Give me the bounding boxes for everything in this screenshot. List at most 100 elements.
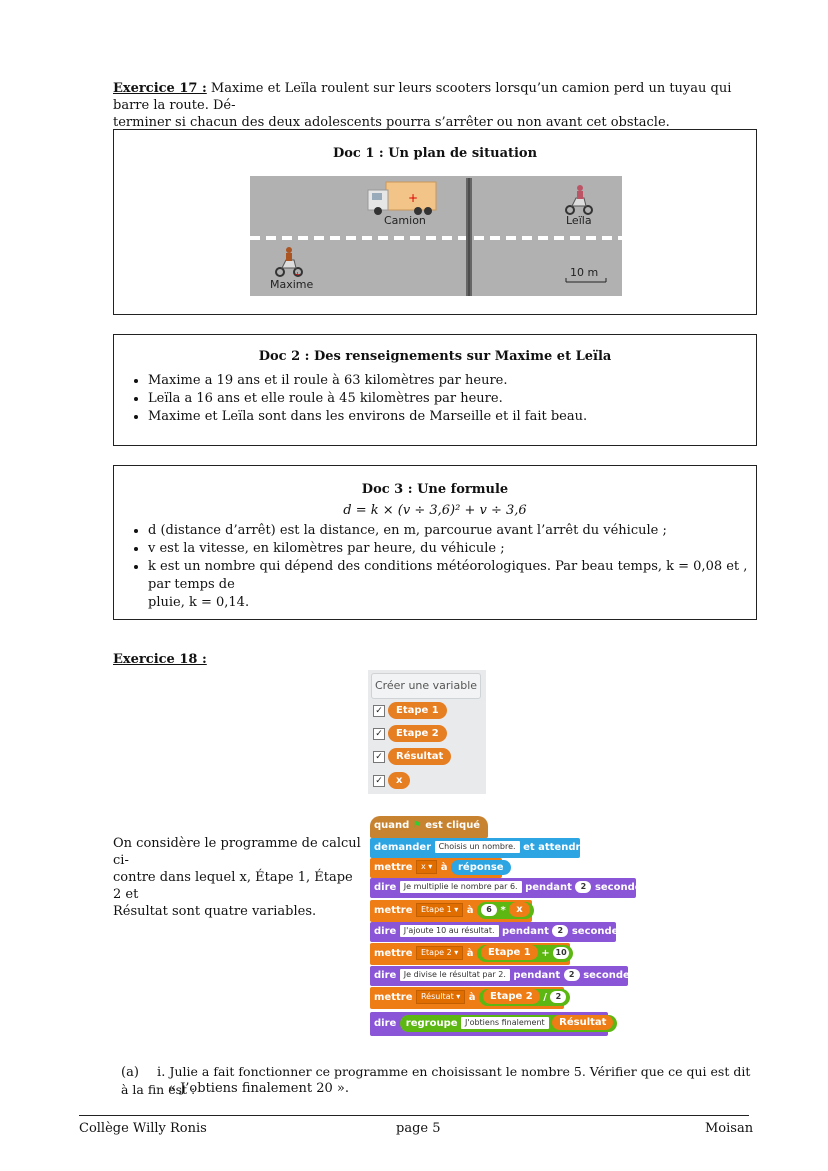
operand-input[interactable]: 6 <box>480 903 497 916</box>
question-sublabel: i. <box>157 1065 166 1080</box>
ask-block[interactable]: demander Choisis un nombre. et attendre <box>370 838 587 858</box>
seconds-input[interactable]: 2 <box>575 881 592 893</box>
variable-resultat[interactable]: Résultat <box>388 748 452 765</box>
doc1-title: Doc 1 : Un plan de situation <box>332 146 538 161</box>
ex17-line1: Maxime et Leïla roulent sur leurs scoote… <box>113 81 732 113</box>
block-keyword: pendant <box>525 882 572 893</box>
block-keyword: mettre <box>374 948 413 959</box>
variable-dropdown[interactable]: x ▾ <box>415 860 438 874</box>
block-keyword: est cliqué <box>425 820 481 831</box>
block-keyword: à <box>466 905 474 916</box>
variable-etape2[interactable]: Etape 2 <box>388 725 447 742</box>
etape2-reporter[interactable]: Etape 2 <box>483 989 540 1004</box>
block-keyword: à <box>440 862 448 873</box>
dropdown-value: Etape 1 <box>420 905 452 914</box>
variable-checkbox[interactable]: ✓ <box>373 751 385 763</box>
block-keyword: à <box>468 992 476 1003</box>
set-resultat-block[interactable]: mettre Résultat ▾ à Etape 2 / 2 <box>370 987 571 1009</box>
say-text-input[interactable]: Je divise le résultat par 2. <box>399 969 510 981</box>
list-item-line: pluie, k = 0,14. <box>148 595 250 610</box>
block-keyword: secondes <box>594 882 648 893</box>
doc2-box: Doc 2 : Des renseignements sur Maxime et… <box>113 334 757 446</box>
doc2-list: Maxime a 19 ans et il roule à 63 kilomèt… <box>114 372 756 426</box>
question-line2: « J’obtiens finalement 20 ». <box>168 1081 349 1096</box>
set-etape1-block[interactable]: mettre Etape 1 ▾ à 6 * x <box>370 900 534 922</box>
block-keyword: et attendre <box>523 842 588 853</box>
operator-symbol: * <box>500 904 506 916</box>
block-keyword: dire <box>374 882 397 893</box>
footer-center: page 5 <box>396 1121 441 1136</box>
divide-operator[interactable]: Etape 2 / 2 <box>479 988 571 1006</box>
etape1-reporter[interactable]: Etape 1 <box>480 945 538 960</box>
intro-line: Résultat sont quatre variables. <box>113 904 317 919</box>
make-variable-button[interactable]: Créer une variable <box>371 673 481 699</box>
ask-text-input[interactable]: Choisis un nombre. <box>434 841 520 853</box>
maxime-label: Maxime <box>270 278 314 291</box>
list-item: d (distance d’arrêt) est la distance, en… <box>148 522 756 540</box>
operator-symbol: + <box>541 947 550 959</box>
resultat-reporter[interactable]: Résultat <box>552 1015 614 1030</box>
operand-input[interactable]: 10 <box>553 946 570 959</box>
dropdown-value: Résultat <box>420 992 454 1001</box>
block-keyword: secondes <box>571 926 625 937</box>
say-block[interactable]: dire J'ajoute 10 au résultat. pendant 2 … <box>370 922 624 942</box>
variable-dropdown[interactable]: Résultat ▾ <box>415 990 466 1004</box>
add-operator[interactable]: Etape 1 + 10 <box>476 944 574 962</box>
variable-etape1[interactable]: Etape 1 <box>388 702 447 719</box>
block-keyword: regroupe <box>405 1017 458 1029</box>
set-etape2-block[interactable]: mettre Etape 2 ▾ à Etape 1 + 10 <box>370 943 574 965</box>
green-flag-icon: ⚑ <box>412 820 422 831</box>
say-block[interactable]: dire Je multiplie le nombre par 6. penda… <box>370 878 647 898</box>
when-flag-clicked-block[interactable]: quand ⚑ est cliqué <box>370 816 488 838</box>
multiply-operator[interactable]: 6 * x <box>476 901 534 919</box>
seconds-input[interactable]: 2 <box>552 925 569 937</box>
say-block[interactable]: dire Je divise le résultat par 2. pendan… <box>370 966 636 986</box>
scale-bar <box>565 278 607 283</box>
operand-input[interactable]: 2 <box>550 990 567 1003</box>
question-line1: Julie a fait fonctionner ce programme en… <box>121 1064 751 1097</box>
block-keyword: secondes <box>583 970 636 981</box>
join-operator[interactable]: regroupe J'obtiens finalement Résultat <box>399 1014 618 1032</box>
maxime-scooter-icon: + <box>275 247 303 279</box>
seconds-input[interactable]: 2 <box>563 969 580 981</box>
doc1-box: Doc 1 : Un plan de situation <box>113 129 757 315</box>
footer-rule <box>79 1115 749 1116</box>
variable-x[interactable]: x <box>388 772 411 789</box>
leila-label: Leïla <box>566 214 592 227</box>
variable-checkbox[interactable]: ✓ <box>373 705 385 717</box>
question-label: (a) <box>121 1065 139 1080</box>
say-join-block[interactable]: dire regroupe J'obtiens finalement Résul… <box>370 1012 618 1036</box>
ex17-line2: terminer si chacun des deux adolescents … <box>113 115 670 130</box>
block-keyword: dire <box>374 926 397 937</box>
variable-dropdown[interactable]: Etape 2 ▾ <box>415 946 464 960</box>
formula: d = k × (v ÷ 3,6)² + v ÷ 3,6 <box>343 503 527 518</box>
ex17-statement: Exercice 17 : Maxime et Leïla roulent su… <box>113 80 763 131</box>
variable-dropdown[interactable]: Etape 1 ▾ <box>415 903 464 917</box>
block-keyword: mettre <box>374 905 413 916</box>
dropdown-value: Etape 2 <box>420 948 452 957</box>
block-keyword: dire <box>374 970 397 981</box>
say-text-input[interactable]: J'ajoute 10 au résultat. <box>399 925 499 937</box>
doc2-title: Doc 2 : Des renseignements sur Maxime et… <box>258 349 612 364</box>
say-text-input[interactable]: Je multiplie le nombre par 6. <box>399 881 522 893</box>
answer-reporter[interactable]: réponse <box>450 859 511 875</box>
scale-label: 10 m <box>570 266 599 279</box>
variable-checkbox[interactable]: ✓ <box>373 728 385 740</box>
footer-left: Collège Willy Ronis <box>79 1121 207 1136</box>
list-item: Leïla a 16 ans et elle roule à 45 kilomè… <box>148 390 756 408</box>
join-text-input[interactable]: J'obtiens finalement <box>461 1016 549 1029</box>
doc3-title: Doc 3 : Une formule <box>361 482 509 497</box>
road-drawing: + + <box>250 178 622 296</box>
block-keyword: mettre <box>374 992 413 1003</box>
variable-checkbox[interactable]: ✓ <box>373 775 385 787</box>
set-x-block[interactable]: mettre x ▾ à réponse <box>370 858 511 878</box>
leila-scooter-icon <box>565 185 593 215</box>
list-item: Maxime a 19 ans et il roule à 63 kilomèt… <box>148 372 756 390</box>
block-keyword: dire <box>374 1018 397 1029</box>
question-a: (a) i. Julie a fait fonctionner ce progr… <box>121 1063 761 1099</box>
doc3-list: d (distance d’arrêt) est la distance, en… <box>114 522 756 612</box>
svg-text:+: + <box>294 270 301 279</box>
list-item: Maxime et Leïla sont dans les environs d… <box>148 408 756 426</box>
x-reporter[interactable]: x <box>509 902 530 917</box>
doc3-box: Doc 3 : Une formule d = k × (v ÷ 3,6)² +… <box>113 465 757 620</box>
